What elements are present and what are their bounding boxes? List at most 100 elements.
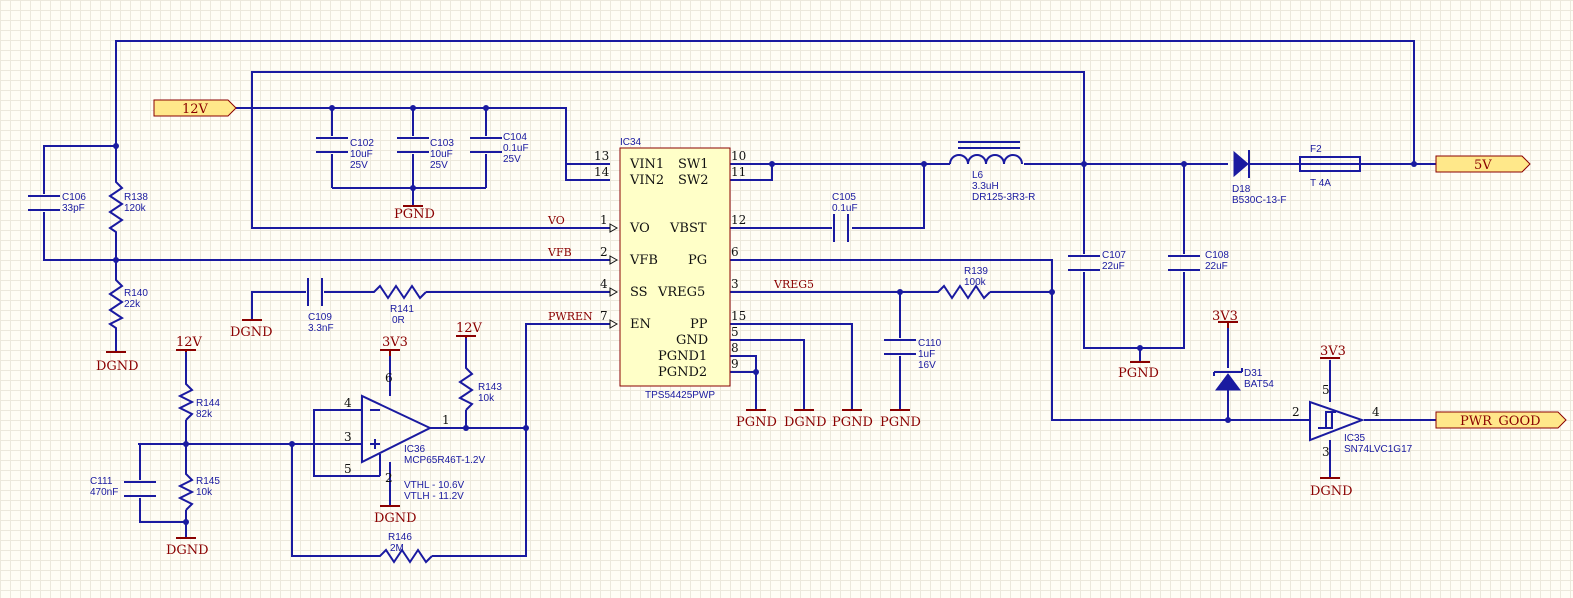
ic34-pin-number: 5 (731, 325, 739, 339)
ic35-part: SN74LVC1G17 (1344, 444, 1413, 455)
ic34-pin-number: 12 (731, 213, 746, 227)
r138-ref: R138 (124, 192, 148, 203)
ic35-ref: IC35 (1344, 433, 1366, 444)
component-labels: C102 10uF 25V C103 10uF 25V C104 0.1uF 2… (62, 132, 1413, 554)
ic36-ref: IC36 (404, 444, 426, 455)
r146-value: 2M (390, 543, 404, 554)
wires (43, 40, 1436, 557)
inductor-l6 (949, 141, 1023, 165)
port-pwr-good-label: PWR_GOOD (1460, 414, 1541, 429)
ic36-pin-number: 6 (385, 371, 393, 385)
c106-ref: C106 (62, 192, 86, 203)
c111-ref: C111 (90, 476, 113, 487)
net-labels: VO VFB VREG5 PWREN (547, 214, 814, 323)
ic36-pin-number: 5 (344, 462, 352, 476)
ic34-pin-name: VO (629, 221, 650, 236)
d18-part: B530C-13-F (1232, 195, 1286, 206)
c105-ref: C105 (832, 192, 856, 203)
r144-value: 82k (196, 409, 213, 420)
c109-ref: C109 (308, 312, 332, 323)
net-vo: VO (547, 214, 565, 227)
dgnd-label: DGND (166, 543, 209, 558)
ic34-pin-name: PG (688, 253, 707, 268)
pgnd-label: PGND (394, 207, 435, 222)
capacitors (28, 137, 1200, 497)
c102-ref: C102 (350, 138, 374, 149)
r140-ref: R140 (124, 288, 148, 299)
ic34-pin-name: SW1 (678, 157, 709, 172)
ic34-pin-number: 1 (600, 213, 608, 227)
port-5v[interactable]: 5V (1435, 155, 1531, 173)
12v-label: 12V (176, 335, 203, 350)
r144-ref: R144 (196, 398, 220, 409)
port-pwr-good[interactable]: PWR_GOOD (1435, 411, 1567, 429)
ic34-pin-number: 7 (600, 309, 608, 323)
c103-value: 10uF (430, 149, 453, 160)
c107-ref: C107 (1102, 250, 1126, 261)
r141-value: 0R (392, 315, 405, 326)
ic35-pin-number: 3 (1322, 445, 1330, 459)
ic35-pin-number: 4 (1372, 405, 1380, 419)
ic36-pin-number: 1 (442, 413, 450, 427)
ic34-pin-name: VFB (629, 253, 658, 268)
port-5v-label: 5V (1474, 158, 1492, 173)
small-ic-pin-numbers: 4 3 5 1 6 2 2 4 5 3 (344, 371, 1380, 485)
c103-ref: C103 (430, 138, 454, 149)
ic34-pin-name: VIN1 (629, 157, 664, 172)
r139-ref: R139 (964, 266, 988, 277)
c108-value: 22uF (1205, 261, 1228, 272)
pgnd-label: PGND (1118, 366, 1159, 381)
ic34-pin-name: VREG5 (657, 285, 705, 300)
c104-ref: C104 (503, 132, 527, 143)
ic35-pin-number: 2 (1292, 405, 1300, 419)
ic36-note-vtlh: VTLH - 11.2V (404, 491, 464, 502)
ic34-pin-name: SW2 (678, 173, 709, 188)
port-12v[interactable]: 12V (153, 99, 237, 117)
dgnd-label: DGND (230, 325, 273, 340)
pgnd-label: PGND (880, 415, 921, 430)
ic34-regulator[interactable]: IC34 TPS54425PWP VIN1 VIN2 VO VFB SS EN … (594, 137, 746, 401)
diode-d31 (1213, 368, 1243, 391)
power-symbols: PGND DGND DGND PGND DGND PGND PGND PGND … (96, 205, 1353, 558)
ic34-pin-name: VIN2 (629, 173, 664, 188)
3v3-label: 3V3 (1212, 309, 1238, 324)
c107-value: 22uF (1102, 261, 1125, 272)
c111-value: 470nF (90, 487, 118, 498)
c104-value: 0.1uF (503, 143, 529, 154)
ic34-pin-name: GND (676, 333, 708, 348)
3v3-label: 3V3 (382, 335, 408, 350)
c102-voltage: 25V (350, 160, 368, 171)
ic34-pin-number: 13 (594, 149, 609, 163)
ic34-pin-name: VBST (669, 221, 707, 236)
net-vfb: VFB (547, 246, 572, 259)
ic34-pin-number: 11 (731, 165, 746, 179)
ic34-pin-name: SS (630, 285, 648, 300)
dgnd-label: DGND (374, 511, 417, 526)
ic34-pin-number: 6 (731, 245, 739, 259)
dgnd-label: DGND (96, 359, 139, 374)
dgnd-label: DGND (1310, 484, 1353, 499)
ic36-pin-number: 3 (344, 430, 352, 444)
ic36-pin-number: 2 (385, 471, 393, 485)
ic36-comparator (361, 394, 466, 477)
ic34-pin-number: 2 (600, 245, 608, 259)
ic34-pin-name: PP (690, 317, 708, 332)
ic34-pin-number: 3 (731, 277, 739, 291)
12v-label: 12V (456, 321, 483, 336)
d31-ref: D31 (1244, 368, 1263, 379)
c110-ref: C110 (918, 338, 942, 349)
r145-ref: R145 (196, 476, 220, 487)
l6-value: 3.3uH (972, 181, 999, 192)
f2-value: T 4A (1310, 178, 1331, 189)
r138-value: 120k (124, 203, 147, 214)
ic35-buffer (1298, 400, 1365, 442)
ic34-ref: IC34 (620, 137, 642, 148)
dgnd-label: DGND (784, 415, 827, 430)
c109-value: 3.3nF (308, 323, 334, 334)
pgnd-label: PGND (736, 415, 777, 430)
f2-ref: F2 (1310, 144, 1322, 155)
ic34-pin-number: 14 (594, 165, 610, 179)
c105-value: 0.1uF (832, 203, 858, 214)
r143-ref: R143 (478, 382, 502, 393)
